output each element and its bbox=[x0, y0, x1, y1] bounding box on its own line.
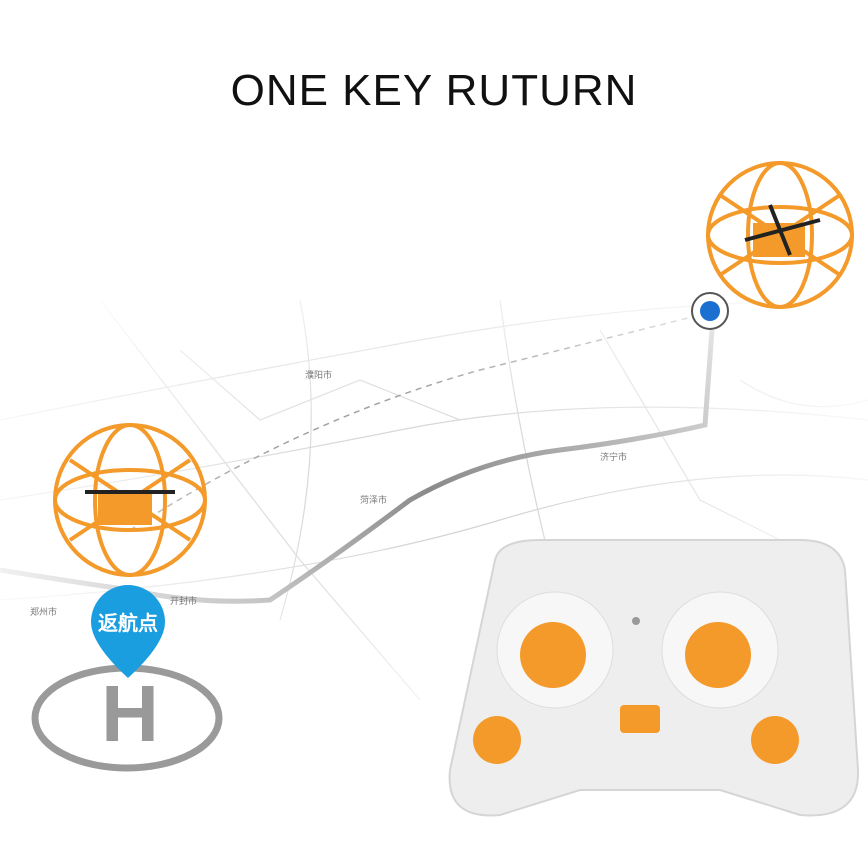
right-joystick bbox=[685, 622, 751, 688]
map-label: 郑州市 bbox=[30, 606, 57, 618]
page-title: ONE KEY RUTURN bbox=[230, 66, 638, 115]
power-switch bbox=[620, 705, 660, 733]
home-pin-icon bbox=[91, 585, 165, 678]
map-label: 济宁市 bbox=[600, 451, 627, 463]
map-label: 濮阳市 bbox=[305, 369, 332, 381]
drone-ball-right bbox=[706, 161, 854, 309]
home-point-label: 返航点 bbox=[98, 611, 158, 635]
map-label: 菏泽市 bbox=[360, 494, 387, 506]
drone-ball-left bbox=[53, 423, 207, 577]
helipad-letter: H bbox=[101, 669, 159, 758]
map-label: 开封市 bbox=[170, 595, 197, 607]
remote-controller bbox=[448, 539, 860, 817]
left-joystick bbox=[520, 622, 586, 688]
